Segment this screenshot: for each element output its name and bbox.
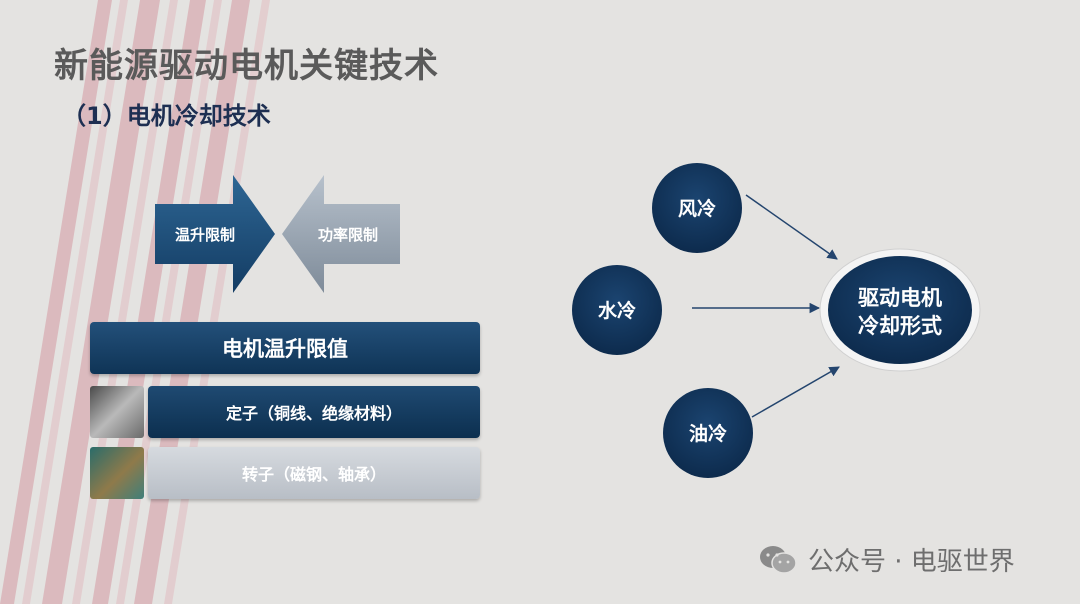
oil-to-target-arrow xyxy=(751,366,840,418)
cooling-form-node xyxy=(828,256,972,364)
watermark-text: 公众号 · 电驱世界 xyxy=(808,547,1015,577)
water-cooling-label: 水冷 xyxy=(598,299,636,322)
page-title: 新能源驱动电机关键技术 xyxy=(54,46,439,86)
rotor-photo xyxy=(90,447,144,499)
arrows-graphic xyxy=(155,175,400,293)
stator-photo xyxy=(90,386,144,438)
right-arrow-shape xyxy=(282,175,400,293)
rotor-bar: 转子（磁钢、轴承） xyxy=(148,447,480,499)
wechat-icon xyxy=(760,545,797,574)
limit-arrows: 温升限制 功率限制 xyxy=(155,175,405,293)
stator-bar: 定子（铜线、绝缘材料） xyxy=(148,386,480,438)
left-arrow-shape xyxy=(155,175,275,293)
water-cooling-node xyxy=(572,265,662,355)
cooling-form-label-line1: 驱动电机 xyxy=(858,286,942,310)
section-subtitle: （1）电机冷却技术 xyxy=(62,102,271,130)
power-limit-label: 功率限制 xyxy=(318,226,379,244)
air-cooling-label: 风冷 xyxy=(678,197,716,220)
watermark: 公众号 · 电驱世界 xyxy=(758,541,1015,578)
cooling-form-label-line2: 冷却形式 xyxy=(858,314,942,338)
oil-cooling-node xyxy=(663,388,753,478)
cooling-diagram: 风冷 水冷 油冷 驱动电机 冷却形式 xyxy=(572,163,981,478)
air-cooling-node xyxy=(652,163,742,253)
air-to-target-arrow xyxy=(745,194,838,260)
oil-cooling-label: 油冷 xyxy=(689,422,727,445)
temperature-rise-limit-header: 电机温升限值 xyxy=(90,322,480,374)
temperature-limit-label: 温升限制 xyxy=(175,226,236,244)
